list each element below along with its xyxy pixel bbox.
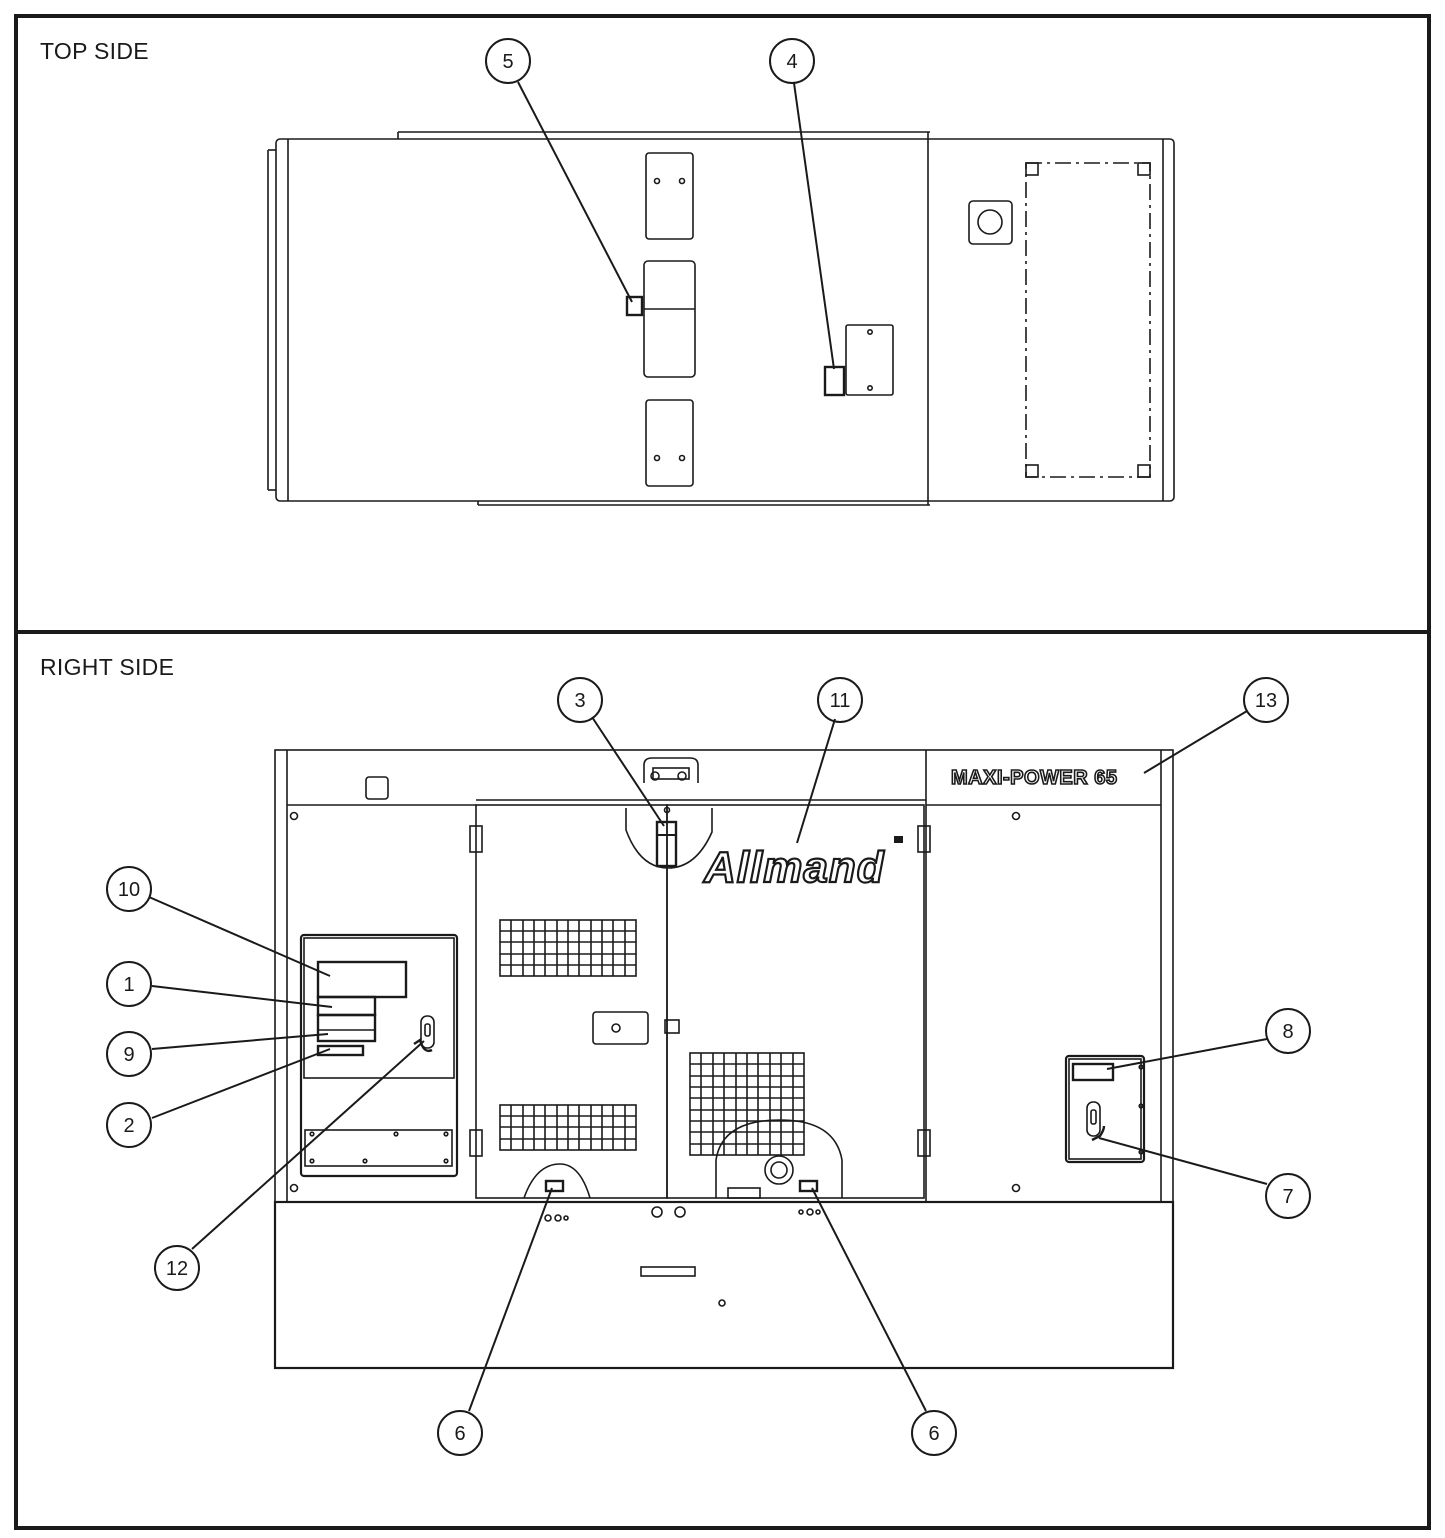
fuel-fill-cutout [715, 1119, 843, 1199]
allmand-logo-text: Allmand [703, 843, 885, 892]
top-lifting-eye [643, 757, 699, 783]
top-side-panel [14, 14, 1431, 634]
decal-3 [655, 820, 678, 868]
exhaust-cap-side [365, 776, 389, 800]
callout-6-left: 6 [454, 1423, 465, 1445]
lifting-plate-lower [645, 399, 694, 487]
callout-11: 11 [830, 690, 851, 712]
aux-service-panel [1064, 1054, 1146, 1164]
decal-5-top [625, 295, 644, 317]
decal-6-left [544, 1179, 565, 1193]
lower-door-cutout [523, 1163, 591, 1199]
model-decal: MAXI-POWER 65 [951, 767, 1118, 789]
control-panel-door [299, 933, 459, 1178]
decal-9 [316, 1013, 377, 1043]
right-side-title: RIGHT SIDE [40, 654, 175, 680]
top-view-enclosure [267, 131, 1175, 506]
callout-10: 10 [118, 879, 140, 901]
callout-1: 1 [123, 974, 134, 996]
lifting-plate-upper [645, 152, 694, 240]
callout-13: 13 [1255, 690, 1277, 712]
callout-circles [106, 38, 1311, 1456]
callout-5: 5 [502, 51, 513, 73]
top-access-plate [845, 324, 894, 396]
callout-9: 9 [123, 1044, 134, 1066]
callout-4: 4 [786, 51, 797, 73]
callout-6-right: 6 [928, 1423, 939, 1445]
louver-grid-lower-left [499, 1104, 637, 1151]
callout-2: 2 [123, 1115, 134, 1137]
radiator-cover-dashed [1025, 162, 1151, 478]
control-latch [413, 1015, 435, 1053]
allmand-logo: Allmand [702, 836, 903, 893]
decal-2 [316, 1044, 365, 1057]
callout-8: 8 [1282, 1021, 1293, 1043]
right-service-door [666, 804, 931, 1199]
leader-lines [148, 81, 1268, 1412]
decal-8 [1071, 1062, 1115, 1082]
callout-7: 7 [1282, 1186, 1293, 1208]
exhaust-cap-top [968, 200, 1013, 245]
upper-door-notch [625, 808, 713, 869]
callout-3: 3 [574, 690, 585, 712]
decal-6-right [798, 1179, 819, 1193]
base-skid [273, 1200, 1175, 1370]
top-side-title: TOP SIDE [40, 38, 149, 64]
louver-grid-upper-left [499, 919, 637, 977]
decal-4-top [823, 365, 846, 397]
callout-12: 12 [166, 1258, 188, 1280]
enclosure-bolts [289, 806, 1021, 1193]
decal-10 [316, 960, 408, 999]
lifting-bracket-center [643, 260, 696, 378]
louver-grid-right [689, 1052, 805, 1156]
